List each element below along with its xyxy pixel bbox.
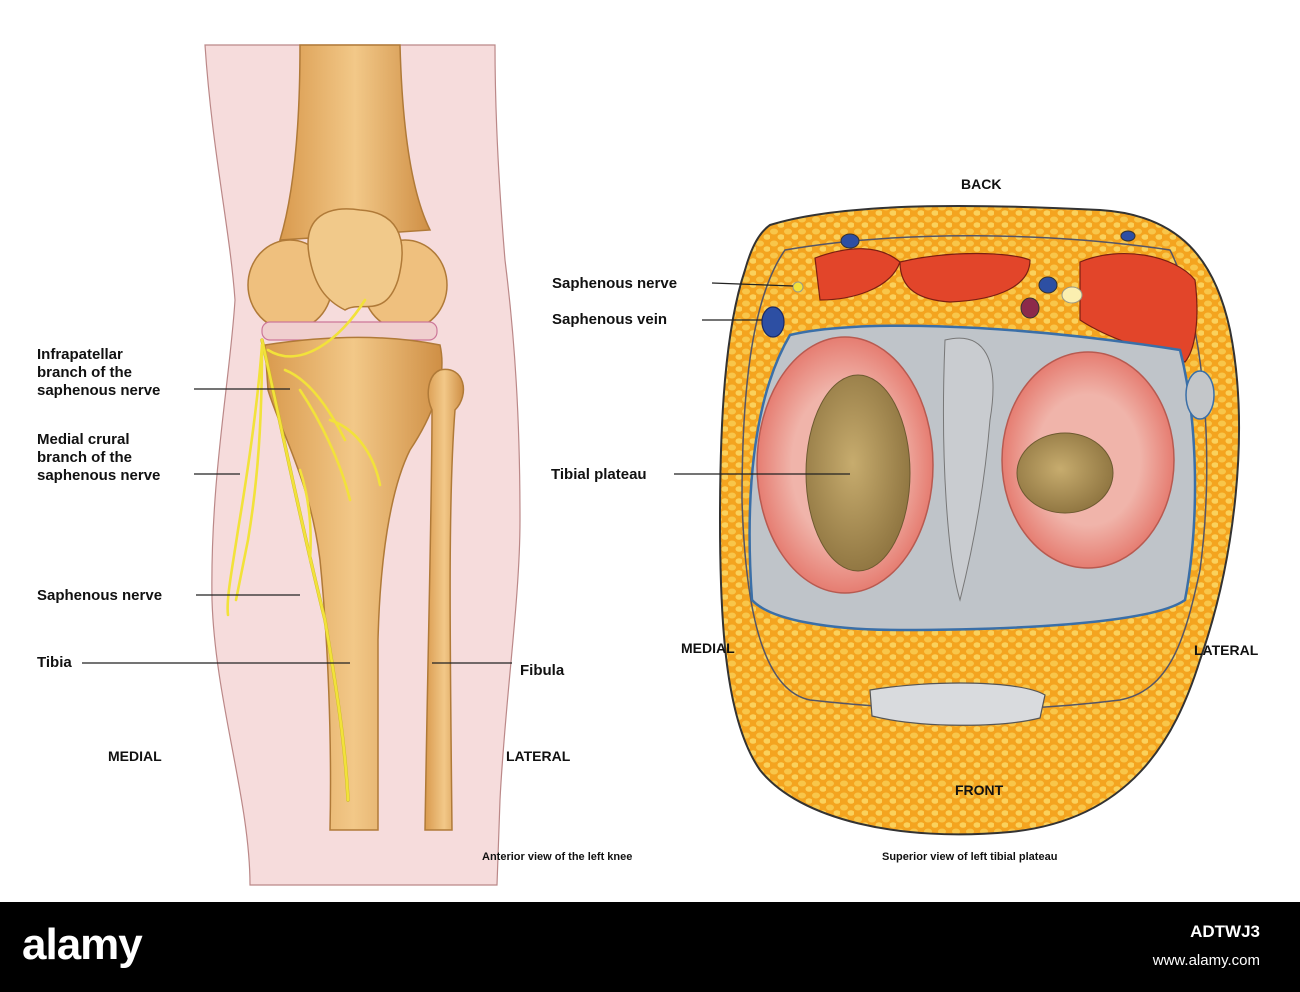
label-saphenous-nerve-right: Saphenous nerve [552,275,678,292]
left-caption: Anterior view of the left knee [482,851,633,863]
site-url: www.alamy.com [1152,952,1260,969]
stock-footer-bar: alamy ADTWJ3 www.alamy.com [0,902,1300,992]
right-medial-label: MEDIAL [681,640,735,656]
tibial-cross-section [718,204,1240,836]
label-tibia: Tibia [37,654,72,671]
left-leader-lines [82,388,512,664]
knee-bones [247,44,465,831]
label-tibial-plateau: Tibial plateau [551,466,647,483]
left-lateral-label: LATERAL [506,748,571,764]
right-back-label: BACK [961,176,1002,192]
left-medial-label: MEDIAL [108,748,162,764]
image-id: ADTWJ3 [1190,922,1260,941]
label-fibula: Fibula [520,662,565,679]
label-saphenous-nerve-left: Saphenous nerve [37,587,163,604]
right-lateral-label: LATERAL [1194,642,1259,658]
label-medial-crural-line1: Medial crural [37,431,130,448]
right-caption: Superior view of left tibial plateau [882,851,1058,863]
saphenous-nerve-branches [226,298,382,802]
right-front-label: FRONT [955,782,1004,798]
alamy-logo: alamy [22,920,143,969]
illustration-svg [82,44,1240,886]
label-medial-crural-line3: saphenous nerve [37,467,161,484]
label-saphenous-vein: Saphenous vein [552,311,668,328]
label-infrapatellar-line1: Infrapatellar [37,346,123,363]
label-infrapatellar-line2: branch of the [37,364,133,381]
right-leader-lines [674,282,850,475]
label-medial-crural-line2: branch of the [37,449,133,466]
label-infrapatellar-line3: saphenous nerve [37,382,161,399]
